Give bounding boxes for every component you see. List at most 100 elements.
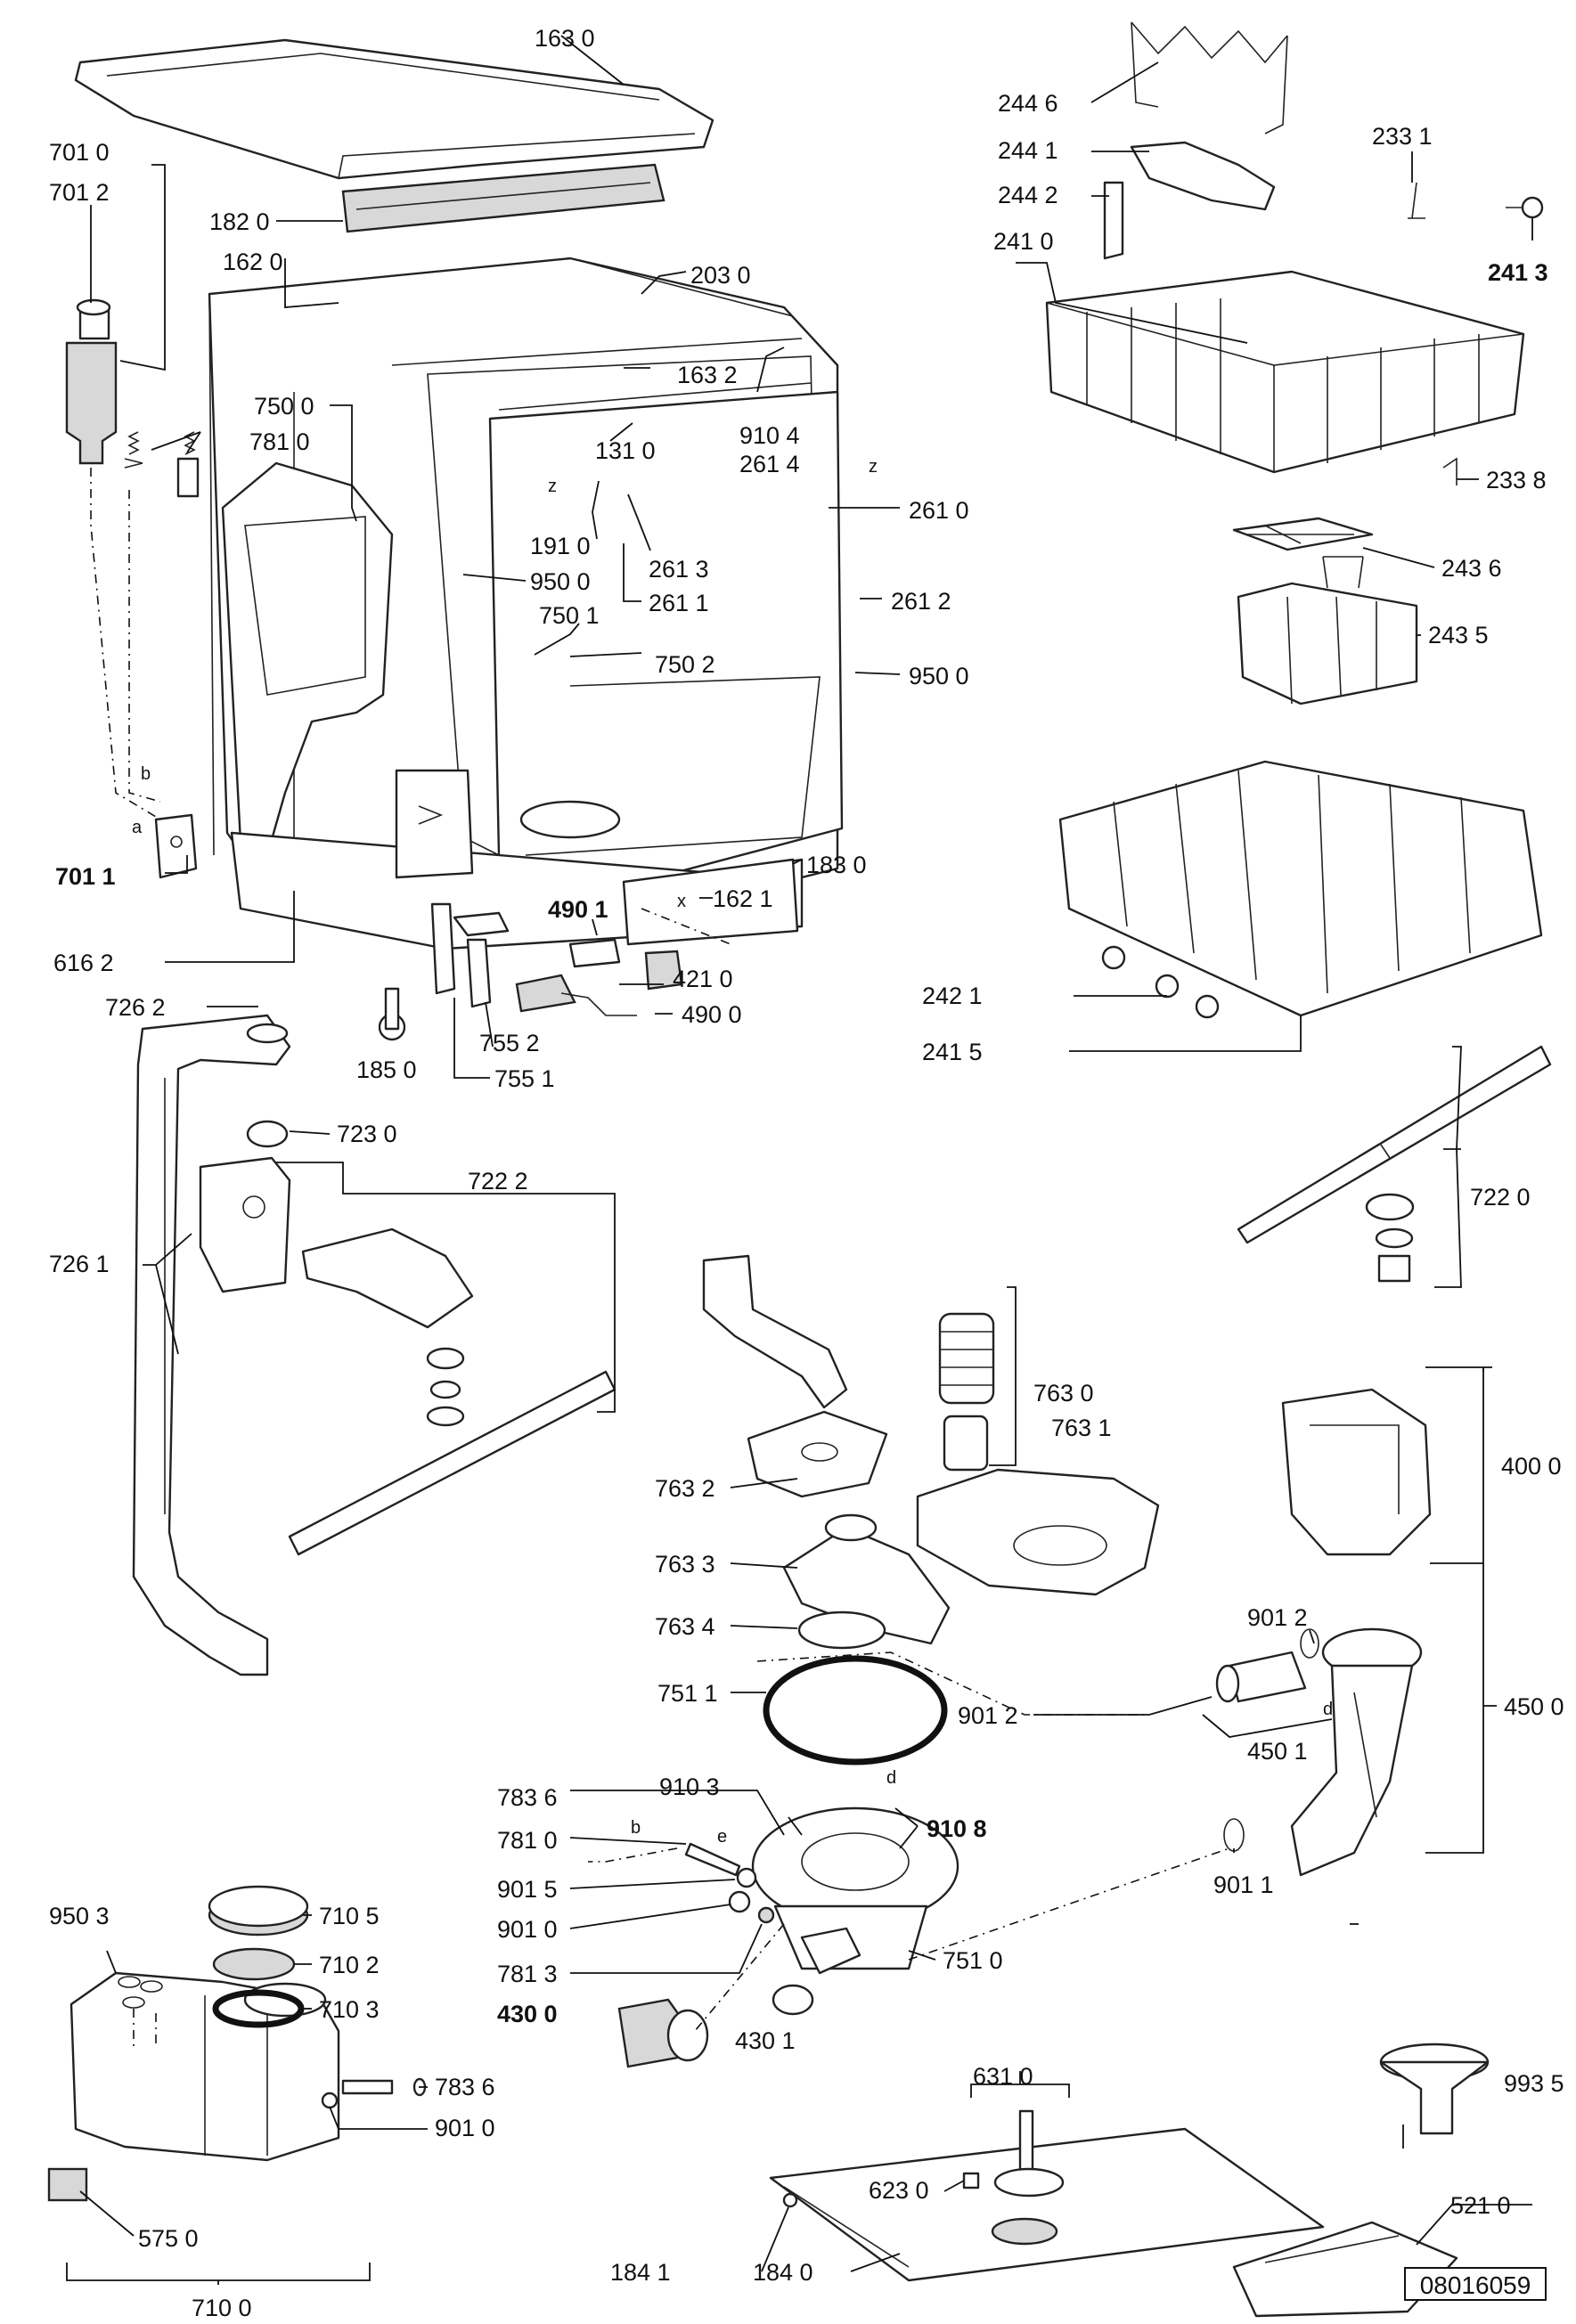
letter-e: e	[717, 1827, 727, 1847]
label-1310: 131 0	[595, 437, 656, 464]
label-7511: 751 1	[657, 1680, 718, 1707]
label-2446: 244 6	[998, 90, 1058, 117]
hinge-bracket-7011	[154, 813, 198, 879]
label-4000: 400 0	[1501, 1453, 1562, 1480]
label-1630: 163 0	[535, 25, 595, 52]
lower-spray-arm	[288, 1370, 617, 1556]
label-7105: 710 5	[319, 1903, 380, 1929]
stop-2413	[1506, 196, 1544, 219]
label-4501: 450 1	[1247, 1738, 1308, 1765]
label-7501: 750 1	[539, 602, 600, 629]
sump-7510	[751, 1806, 959, 1975]
filler-funnel-9935	[1379, 2043, 1490, 2135]
label-7630: 763 0	[1033, 1380, 1094, 1407]
sensor-5750	[47, 2167, 88, 2202]
cup-holder-2441	[1130, 141, 1276, 211]
top-cover	[74, 38, 715, 180]
label-6230: 623 0	[869, 2177, 929, 2204]
base-tray-1840	[769, 2127, 1325, 2282]
label-4301: 430 1	[735, 2027, 796, 2054]
heater-housing-4500	[1290, 1627, 1423, 1877]
label-7010: 701 0	[49, 139, 110, 166]
lower-basket-2415	[1058, 760, 1543, 1019]
label-2441: 244 1	[998, 137, 1058, 164]
label-7230: 723 0	[337, 1121, 397, 1147]
label-1841: 184 1	[610, 2259, 671, 2286]
sump-gasket-7511	[763, 1655, 948, 1765]
seal-4301	[772, 1984, 814, 2016]
reference-letters: z z x a b b e d d	[132, 457, 1333, 1847]
label-9500a: 950 0	[530, 568, 591, 595]
label-7633: 763 3	[655, 1551, 715, 1578]
letter-d-1: d	[886, 1768, 896, 1788]
label-4300: 430 0	[497, 2001, 558, 2027]
upper-basket-2410	[1045, 270, 1525, 474]
label-7220: 722 0	[1470, 1184, 1531, 1211]
cutlery-lid-2436	[1232, 517, 1374, 551]
label-7551: 755 1	[494, 1065, 555, 1092]
label-7632: 763 2	[655, 1475, 715, 1502]
label-2421: 242 1	[922, 983, 983, 1009]
softener-ring-7102	[212, 1947, 296, 1981]
softener-cap-7105	[208, 1885, 309, 1937]
label-1830: 183 0	[806, 852, 867, 878]
label-7011: 701 1	[55, 863, 116, 890]
letter-z-1: z	[548, 477, 557, 496]
label-9104: 910 4	[739, 422, 800, 449]
leader-lines	[66, 35, 1533, 2285]
water-distributor-7222	[199, 1156, 474, 1329]
part-labels: 163 0 701 0 701 2 182 0 162 0 203 0 163 …	[49, 25, 1564, 2321]
cutlery-basket-2435	[1237, 556, 1418, 705]
label-7810a: 781 0	[249, 428, 310, 455]
letter-x: x	[677, 892, 686, 911]
letter-z-2: z	[869, 457, 878, 477]
softener-seal-7103	[212, 1989, 305, 2028]
label-9935: 993 5	[1504, 2070, 1564, 2097]
label-7261: 726 1	[49, 1251, 110, 1277]
label-4901: 490 1	[548, 896, 608, 923]
inlet-valve-701	[65, 298, 118, 465]
label-7510: 751 0	[943, 1947, 1003, 1974]
label-4900: 490 0	[682, 1001, 742, 1028]
microfilter-7631	[916, 1468, 1160, 1596]
rack-clip-2442	[1103, 181, 1124, 260]
label-7262: 726 2	[105, 994, 166, 1021]
springs-781	[124, 431, 200, 498]
screw-1841	[782, 2192, 798, 2208]
label-2613: 261 3	[649, 556, 709, 583]
filter-cylinder-7630	[938, 1312, 995, 1472]
document-id-box: 08016059	[1404, 2267, 1547, 2301]
label-5750: 575 0	[138, 2225, 199, 2252]
bottom-plinth-1621	[622, 858, 799, 946]
drain-pump-4300	[617, 1998, 709, 2068]
clamp-9012	[1300, 1628, 1319, 1659]
label-2610: 261 0	[909, 497, 969, 524]
sump-cover-7632	[747, 1410, 888, 1498]
label-6310: 631 0	[973, 2063, 1033, 2090]
rack-wire-2446	[1131, 21, 1288, 135]
label-2612: 261 2	[891, 588, 951, 615]
spacers-9503	[118, 1976, 163, 2009]
label-7100: 710 0	[192, 2295, 252, 2321]
label-2030: 203 0	[690, 262, 751, 289]
label-9012b: 901 2	[958, 1702, 1018, 1729]
label-7810b: 781 0	[497, 1827, 558, 1854]
float-switch-6230	[962, 2172, 980, 2189]
label-9011: 901 1	[1213, 1871, 1274, 1898]
label-7012: 701 2	[49, 179, 110, 206]
clamp-9011	[1223, 1818, 1245, 1852]
top-insulation-strip	[341, 163, 666, 233]
clip-2338	[1442, 457, 1458, 485]
foot-screw-1850	[378, 987, 406, 1041]
label-7222: 722 2	[468, 1168, 528, 1195]
label-9015: 901 5	[497, 1876, 558, 1903]
label-7552: 755 2	[479, 1030, 540, 1056]
door-side-trim	[430, 902, 456, 995]
label-7103: 710 3	[319, 1996, 380, 2023]
label-7836a: 783 6	[497, 1784, 558, 1811]
letter-b-2: b	[631, 1818, 641, 1838]
upper-spray-arm-7220	[1237, 1045, 1552, 1283]
label-7102: 710 2	[319, 1952, 380, 1978]
label-7500: 750 0	[254, 393, 314, 420]
label-9503: 950 3	[49, 1903, 110, 1929]
